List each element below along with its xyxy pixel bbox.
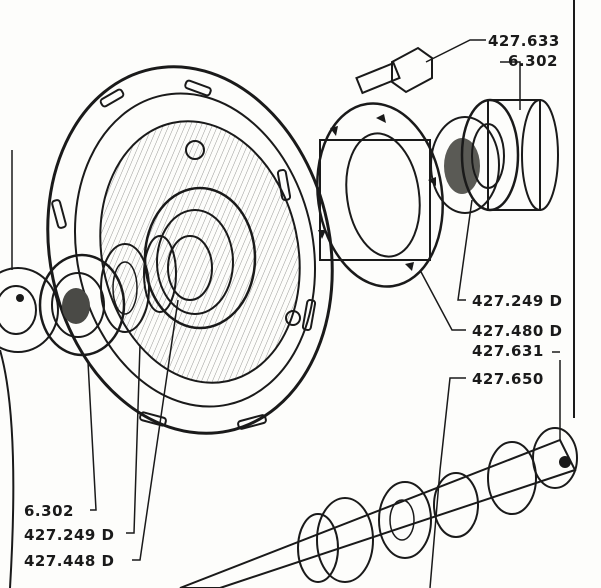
part-label: 427.631	[472, 342, 544, 360]
part-label: 427.249 D	[472, 292, 563, 310]
axle-shaft	[179, 427, 578, 588]
part-label: 427.480 D	[472, 322, 563, 340]
leader-lines-right	[419, 39, 561, 588]
hub-flange-right	[316, 102, 444, 288]
part-label: 427.448 D	[24, 552, 115, 570]
part-label: 427.249 D	[24, 526, 115, 544]
part-label: 427.633	[488, 32, 560, 50]
part-labels-right: 427.633 6.302 427.249 D 427.480 D 427.63…	[472, 32, 563, 388]
part-label: 6.302	[508, 52, 558, 70]
grease-nipple	[355, 46, 433, 95]
part-label: 6.302	[24, 502, 74, 520]
part-label: 427.650	[472, 370, 544, 388]
leader-lines-left	[87, 299, 179, 561]
left-bearing-stack	[38, 235, 177, 357]
brake-drum	[46, 65, 334, 435]
part-labels-left: 6.302 427.249 D 427.448 D	[24, 502, 115, 570]
left-wheel-part	[0, 267, 59, 588]
right-bearing-stack	[430, 98, 559, 214]
